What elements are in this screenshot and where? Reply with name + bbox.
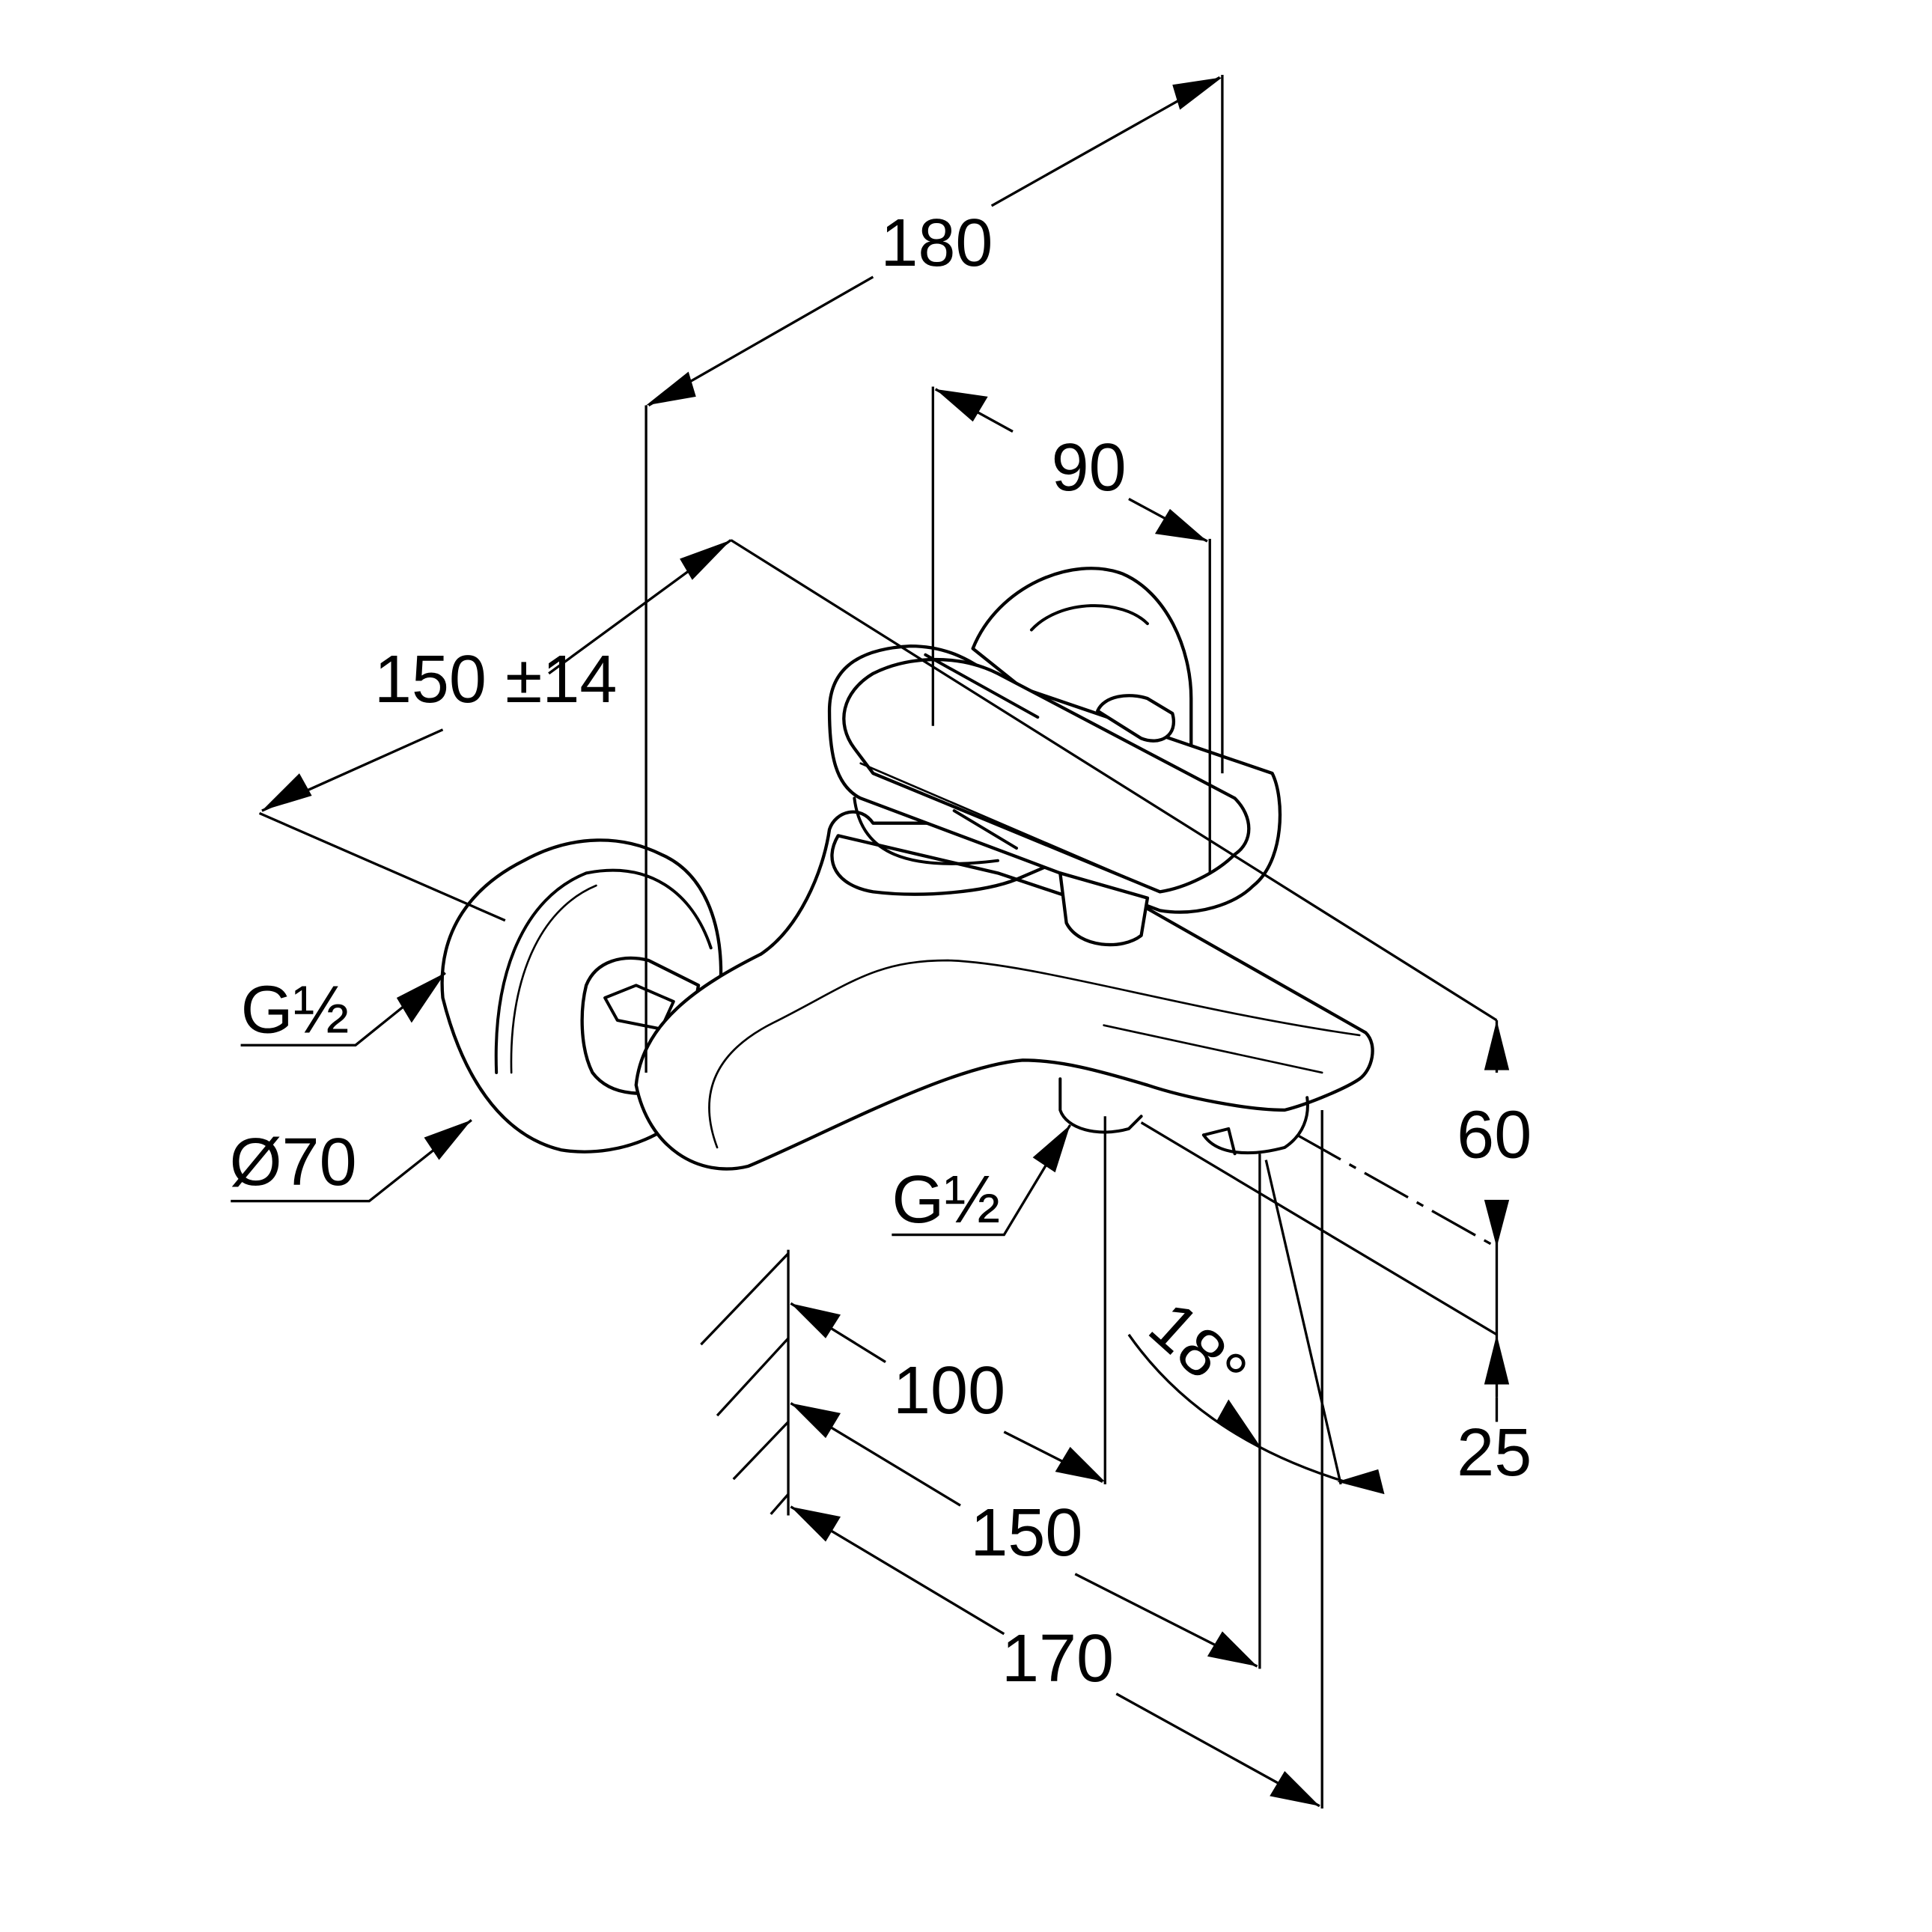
callout-rosette-diameter: Ø70 xyxy=(230,1125,357,1200)
arrowhead xyxy=(680,540,731,580)
arrowhead xyxy=(790,1403,841,1439)
arrowhead xyxy=(1270,1771,1320,1806)
arrowhead xyxy=(1484,1334,1510,1385)
arrowhead xyxy=(1032,1124,1070,1173)
arrowhead xyxy=(1154,508,1207,542)
arrowhead xyxy=(396,972,445,1023)
mixer-lever xyxy=(827,644,1282,947)
arrowhead xyxy=(1216,1399,1263,1450)
dim-label-90: 90 xyxy=(1052,430,1127,505)
arrowhead xyxy=(790,1303,841,1338)
arrowhead xyxy=(790,1506,841,1542)
arrowhead xyxy=(1484,1020,1510,1070)
arrowhead xyxy=(1337,1469,1385,1495)
arrowhead xyxy=(1172,77,1222,110)
dim-label-60: 60 xyxy=(1457,1097,1532,1172)
mixer-illustration xyxy=(440,567,1374,1171)
dim-label-150: 150 xyxy=(970,1496,1082,1570)
arrowhead xyxy=(1484,1199,1510,1248)
dim-label-170: 170 xyxy=(1002,1621,1114,1696)
dim-label-25: 25 xyxy=(1457,1416,1532,1490)
callout-outlet-thread: G½ xyxy=(892,1162,1000,1237)
dim-label-100: 100 xyxy=(893,1353,1005,1428)
mixer-body xyxy=(634,810,1374,1171)
dimension-lines xyxy=(231,74,1510,1809)
dim-label-150-tolerance: 150 ±14 xyxy=(374,642,618,717)
arrowhead xyxy=(646,371,696,406)
dim-label-angle: 18° xyxy=(1135,1288,1261,1411)
arrowhead xyxy=(424,1120,472,1160)
arrowhead xyxy=(935,388,988,422)
arrowhead xyxy=(1055,1446,1106,1482)
arrowhead xyxy=(1207,1631,1258,1667)
callout-inlet-thread: G½ xyxy=(241,973,350,1048)
dim-label-180: 180 xyxy=(880,206,993,281)
arrowhead xyxy=(261,773,312,811)
